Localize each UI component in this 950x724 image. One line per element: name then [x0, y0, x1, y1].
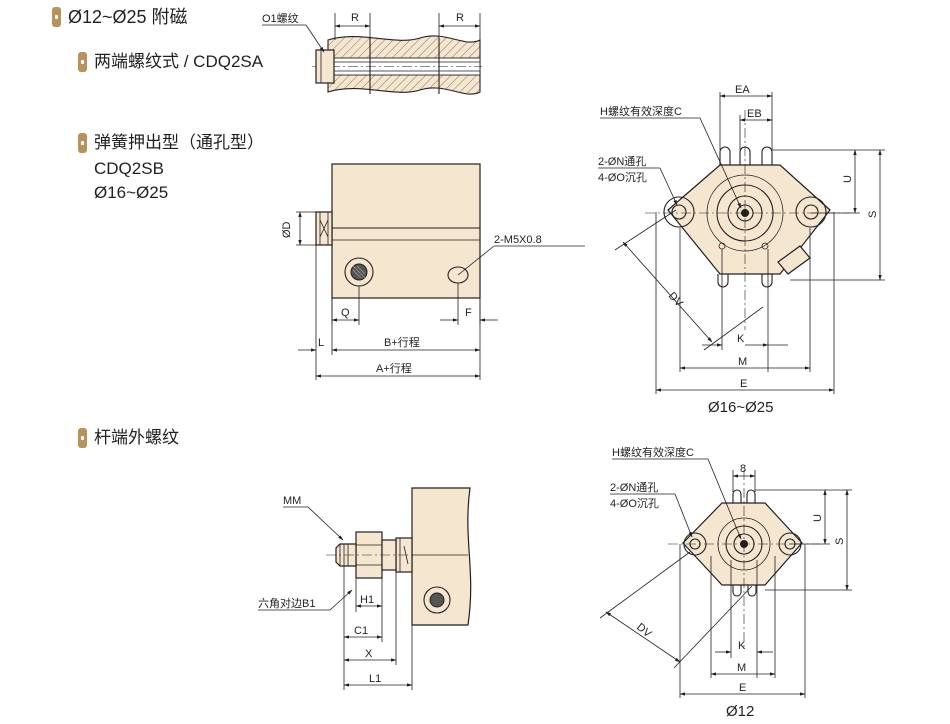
section-bullet — [52, 7, 61, 27]
heading-spring-model: CDQ2SB — [94, 159, 164, 178]
heading-spring-range: Ø16~Ø25 — [94, 183, 169, 202]
label-hex-b1: 六角对边B1 — [258, 596, 315, 610]
dim-m-small: M — [737, 662, 746, 674]
dim-s-small: S — [834, 538, 846, 545]
dim-h1: H1 — [360, 594, 374, 606]
dim-eb: EB — [747, 108, 762, 120]
dim-r-left: R — [351, 12, 359, 24]
dim-ea: EA — [735, 84, 750, 96]
dim-eight: 8 — [740, 463, 746, 475]
section-bullet — [78, 428, 87, 448]
label-n-holes-small: 2-ØN通孔 — [610, 481, 658, 494]
heading-rod-end: 杆端外螺纹 — [94, 428, 179, 447]
main-title: Ø12~Ø25 附磁 — [68, 7, 188, 27]
label-h-thread: H螺纹有效深度C — [600, 104, 682, 118]
caption-12: Ø12 — [726, 703, 754, 720]
label-o-holes-small: 4-ØO沉孔 — [610, 497, 659, 510]
fig-end-view-small: 8 H螺纹有效深度C 2-ØN通孔 4-ØO沉孔 U S DV K M — [599, 445, 852, 720]
dim-a-stroke: A+行程 — [376, 362, 412, 375]
dim-k-small: K — [738, 640, 746, 652]
section-bullet — [78, 52, 87, 72]
dim-m: M — [738, 356, 747, 368]
heading-both-ends: 两端螺纹式 / CDQ2SA — [94, 52, 264, 71]
label-o-holes: 4-ØO沉孔 — [598, 171, 647, 184]
dim-r-right: R — [456, 12, 464, 24]
dim-u: U — [842, 175, 854, 183]
label-thread-m5: 2-M5X0.8 — [494, 234, 542, 246]
fig-spring-side-view: 2-M5X0.8 ØD Q F L B+行程 A+行程 — [281, 163, 585, 380]
label-mm: MM — [283, 495, 301, 507]
dim-e-small: E — [739, 682, 746, 694]
dim-u-small: U — [812, 514, 824, 522]
fig-both-ends-section: R R O1螺纹 — [262, 11, 482, 95]
dim-dv-small: DV — [634, 621, 654, 640]
caption-16-25: Ø16~Ø25 — [708, 399, 773, 416]
dim-l: L — [318, 337, 324, 349]
label-h-thread-small: H螺纹有效深度C — [612, 445, 694, 459]
dim-f: F — [465, 307, 472, 319]
dim-e: E — [740, 378, 747, 390]
dim-phi-d: ØD — [281, 221, 293, 238]
label-n-holes: 2-ØN通孔 — [598, 155, 646, 168]
dim-b-stroke: B+行程 — [384, 336, 420, 349]
label-o1-thread: O1螺纹 — [262, 11, 299, 25]
dim-s: S — [867, 211, 879, 218]
dim-q: Q — [341, 307, 350, 319]
body-partial — [411, 487, 472, 626]
heading-spring: 弹簧押出型（通孔型） — [94, 133, 264, 152]
fig-end-view-large: EA EB H螺纹有效深度C 2-ØN通孔 4-ØO沉孔 U S DV — [598, 84, 885, 416]
fig-rod-end-thread: MM 六角对边B1 H1 C1 X L1 — [258, 487, 472, 690]
dim-k: K — [737, 333, 745, 345]
section-bullet — [78, 133, 87, 153]
dim-x: X — [365, 648, 373, 660]
dim-c1: C1 — [354, 625, 368, 637]
dim-l1: L1 — [369, 673, 381, 685]
